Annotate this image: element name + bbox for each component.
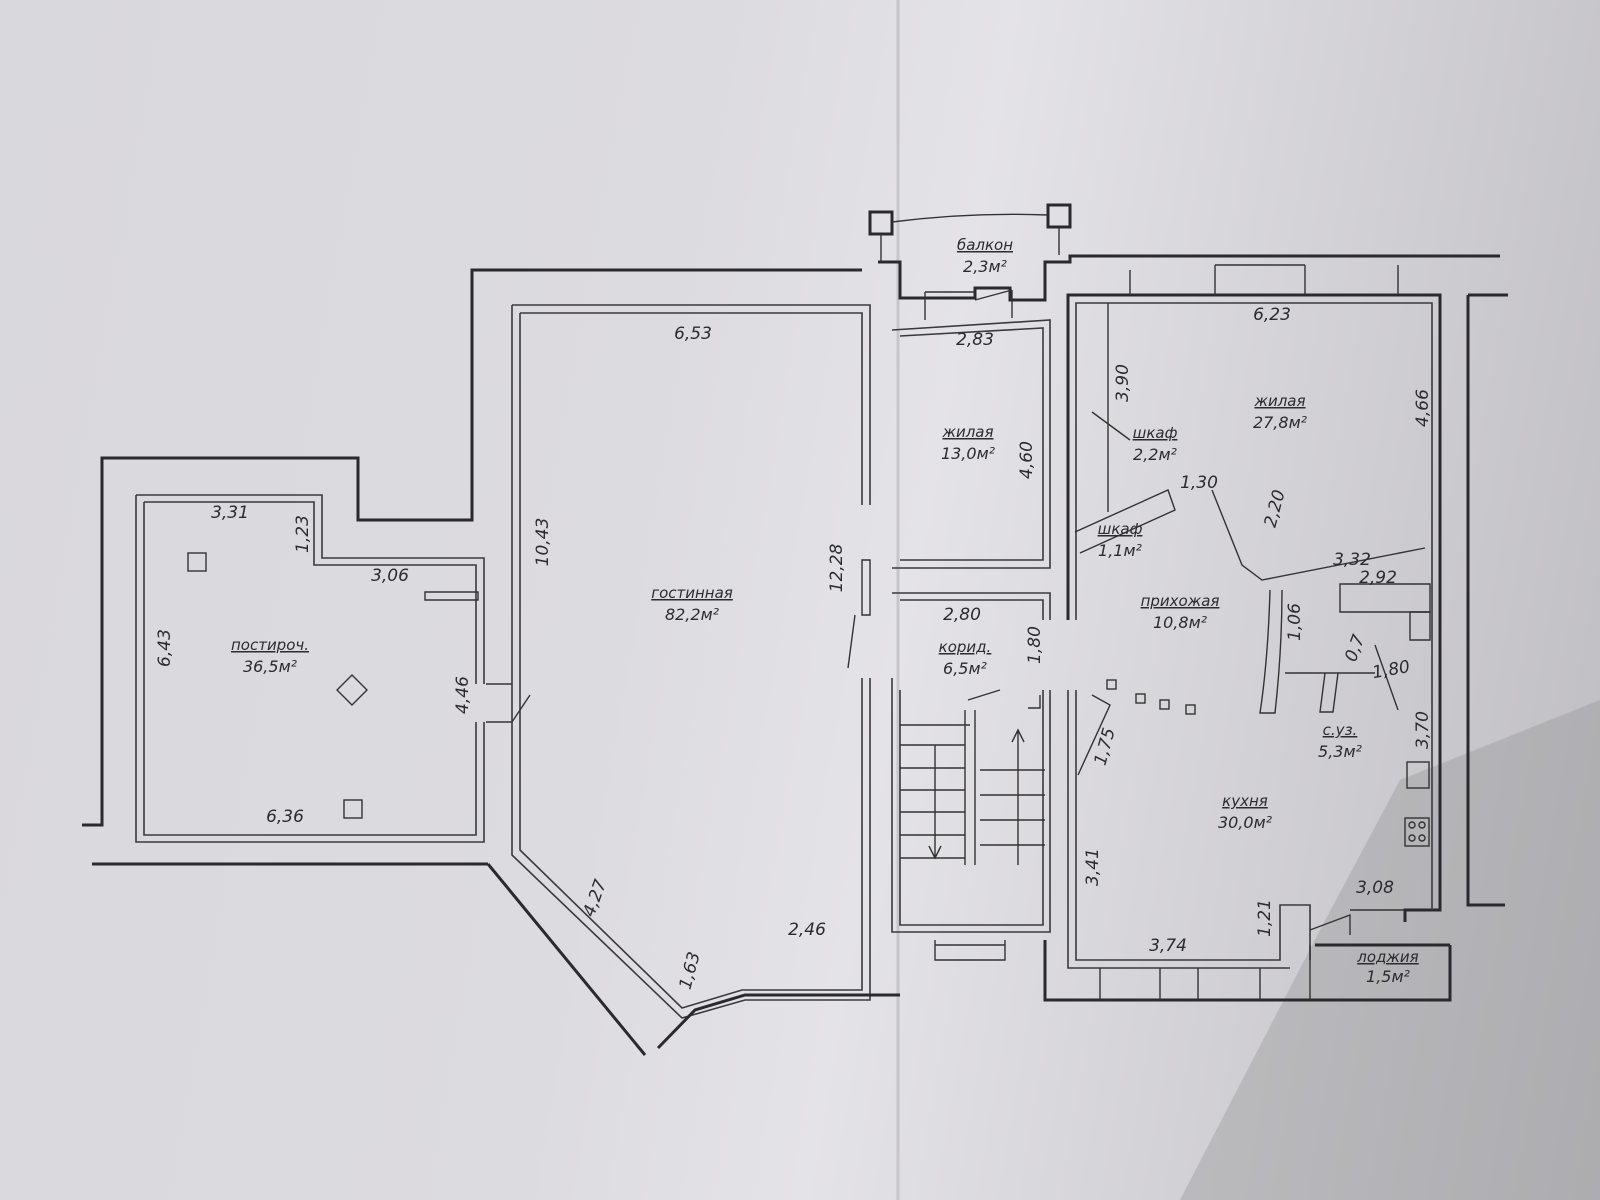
kitchen-label: кухня (1222, 792, 1268, 810)
dimension-label: 3,32 (1333, 550, 1371, 570)
wardrobe-2-label: шкаф (1098, 520, 1143, 538)
corridor-area: 6,5м² (943, 659, 988, 678)
dimension-label: 2,46 (788, 920, 826, 940)
dimension-label: 3,90 (1113, 364, 1133, 402)
dimension-label: 3,70 (1413, 711, 1433, 749)
dimension-label: 4,66 (1413, 389, 1433, 427)
photo-shadow (1180, 700, 1600, 1200)
storage-label: постироч. (231, 636, 309, 654)
living-room-label: гостинная (651, 584, 733, 602)
bedroom-small-label: жилая (941, 423, 993, 441)
dimension-label: 2,83 (956, 330, 994, 350)
dimension-label: 2,80 (943, 605, 981, 625)
wardrobe-1-area: 2,2м² (1133, 445, 1178, 464)
dimension-label: 12,28 (827, 543, 847, 592)
storage-door (486, 683, 531, 723)
dimension-label: 1,30 (1180, 473, 1218, 493)
dimension-label: 3,31 (211, 503, 249, 523)
dimension-label: 0,7 (1341, 632, 1369, 664)
bedroom-large-label: жилая (1253, 392, 1305, 410)
loggia-label: лоджия (1356, 948, 1418, 966)
dimension-label: 3,41 (1083, 848, 1103, 886)
dimension-label: 1,63 (676, 950, 705, 992)
dimension-label: 3,74 (1149, 936, 1187, 956)
bedroom-large-area: 27,8м² (1253, 413, 1308, 432)
dimension-label: 1,23 (293, 515, 313, 553)
dimension-label: 4,60 (1017, 441, 1037, 479)
outer-wall-diagonal (486, 863, 647, 1056)
dimension-label: 3,08 (1356, 878, 1394, 898)
dimension-label: 6,23 (1253, 305, 1291, 325)
dimension-label: 2,20 (1261, 488, 1290, 530)
living-room-area: 82,2м² (665, 605, 720, 624)
bathroom-area: 5,3м² (1318, 742, 1363, 761)
dimension-label: 10,43 (533, 518, 553, 567)
dimension-label: 1,21 (1255, 899, 1275, 937)
hallway-label: прихожая (1141, 592, 1220, 610)
hallway-area: 10,8м² (1153, 613, 1208, 632)
outer-wall-bottom-mid (656, 993, 900, 1050)
dimension-label: 1,80 (1025, 626, 1045, 664)
wardrobe-1-label: шкаф (1133, 424, 1178, 442)
dimension-label: 1,06 (1285, 603, 1305, 641)
storage-area: 36,5м² (243, 657, 298, 676)
dimension-label: 4,27 (579, 877, 611, 920)
kitchen-area: 30,0м² (1218, 813, 1273, 832)
corridor-label: корид. (939, 638, 992, 656)
dimension-label: 2,92 (1359, 568, 1397, 588)
dimension-label: 6,36 (266, 807, 304, 827)
dimension-label: 4,46 (453, 676, 473, 714)
dimension-label: 1,80 (1371, 657, 1412, 683)
dimension-label: 6,53 (674, 324, 712, 344)
dimension-label: 1,75 (1091, 726, 1120, 768)
right-block (1043, 264, 1508, 1002)
storage-room (82, 268, 862, 843)
dimension-label: 3,06 (371, 566, 409, 586)
bathroom-label: с.уз. (1323, 721, 1358, 739)
loggia-area: 1,5м² (1366, 967, 1411, 986)
bedroom-small-area: 13,0м² (941, 444, 996, 463)
balcony-area: 2,3м² (963, 257, 1008, 276)
living-room (511, 304, 871, 1019)
central-block (868, 203, 1500, 961)
wardrobe-2-area: 1,1м² (1098, 541, 1143, 560)
dimension-label: 6,43 (155, 629, 175, 667)
balcony-label: балкон (957, 236, 1013, 254)
